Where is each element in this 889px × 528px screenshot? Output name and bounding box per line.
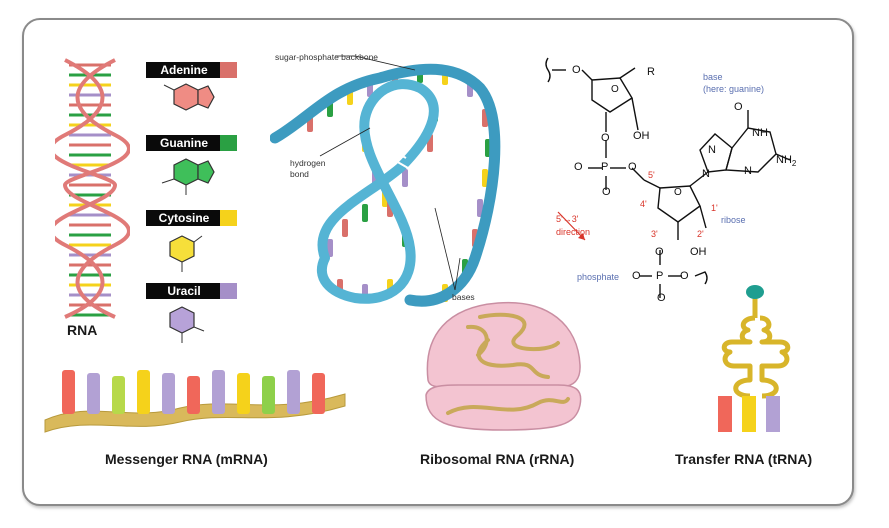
fold-base (362, 204, 368, 222)
chem-four-prime: 4' (640, 199, 647, 209)
mrna-base-bar (262, 376, 275, 414)
chem-o-minus: O (602, 186, 611, 198)
fold-base (402, 169, 408, 187)
chem-base-sublabel: (here: guanine) (703, 84, 765, 94)
base-tag-cytosine: Cytosine (146, 210, 222, 226)
hydrogen-bond-annotation-line2: bond (290, 169, 309, 179)
chem-five-prime: 5' (648, 170, 655, 180)
chem-oh-top: OH (633, 130, 650, 142)
backbone-annotation: sugar-phosphate backbone (275, 52, 379, 62)
chem-phosphate-label: phosphate (577, 272, 620, 282)
chem-nh2: NH2 (776, 154, 797, 169)
chem-o-bottom: O (655, 246, 664, 258)
chem-ribose-label: ribose (721, 215, 746, 225)
adenine-swatch (220, 62, 237, 78)
cytosine-swatch (220, 210, 237, 226)
rna-label: RNA (67, 322, 98, 338)
chem-n-right: N (744, 165, 752, 177)
chem-o-minus-bottom: O (657, 292, 666, 304)
trna-label: Transfer RNA (tRNA) (675, 451, 813, 467)
chem-o-dbl-bottom: O (632, 270, 641, 282)
chem-two-prime: 2' (697, 229, 704, 239)
chem-o-left: O (572, 64, 581, 76)
mrna-label: Messenger RNA (mRNA) (105, 451, 268, 467)
chem-p: P (601, 161, 609, 173)
chem-p-bottom: P (656, 270, 664, 282)
mrna-illustration (44, 370, 346, 433)
mrna-base-bar (162, 373, 175, 414)
mrna-base-bar (137, 370, 150, 414)
mrna-base-bar (312, 373, 325, 414)
chem-n-bottom: N (702, 168, 710, 180)
base-tag-adenine: Adenine (146, 62, 222, 78)
chem-o-right-bottom: O (680, 270, 689, 282)
rna-folded-structure (270, 55, 501, 307)
mrna-base-bar (237, 373, 250, 414)
mrna-base-bar (187, 376, 200, 414)
chem-n-left: N (708, 144, 716, 156)
chem-o-dbl: O (574, 161, 583, 173)
base-tag-uracil: Uracil (146, 283, 222, 299)
chem-nh: NH (752, 127, 768, 139)
cytosine-molecule-icon (169, 235, 203, 272)
rna-helix (55, 58, 130, 319)
mrna-base-bar (112, 376, 125, 414)
chem-o-carbonyl: O (734, 101, 743, 113)
chem-base-label: base (703, 72, 723, 82)
mrna-base-bar (212, 370, 225, 414)
rrna-label: Ribosomal RNA (rRNA) (420, 451, 575, 467)
chem-one-prime: 1' (711, 203, 718, 213)
fold-base (477, 199, 483, 217)
chem-direction-label1: 5'→3' (556, 214, 579, 224)
chem-direction-label2: direction (556, 227, 591, 237)
chemical-structure (545, 57, 791, 298)
chem-oh-bottom: OH (690, 246, 707, 258)
mrna-base-bar (87, 373, 100, 414)
chem-three-prime: 3' (651, 229, 658, 239)
trna-illustration (718, 285, 791, 432)
fold-base (342, 219, 348, 237)
mrna-base-bar (62, 370, 75, 414)
base-tag-guanine: Guanine (146, 135, 222, 151)
guanine-swatch (220, 135, 237, 151)
uracil-molecule-icon (169, 306, 205, 343)
chem-o-right: O (628, 161, 637, 173)
adenine-molecule-icon (163, 83, 215, 111)
fold-base (482, 169, 488, 187)
chem-o-mid: O (601, 132, 610, 144)
mrna-base-bar (287, 370, 300, 414)
guanine-molecule-icon (161, 158, 215, 195)
hydrogen-bond-annotation-line1: hydrogen (290, 158, 326, 168)
chem-ring2-o: O (674, 187, 682, 198)
chem-r: R (647, 66, 655, 78)
uracil-swatch (220, 283, 237, 299)
chem-ring-o: O (611, 84, 619, 95)
ribosome-illustration (425, 301, 582, 431)
bases-annotation: bases (452, 292, 475, 302)
